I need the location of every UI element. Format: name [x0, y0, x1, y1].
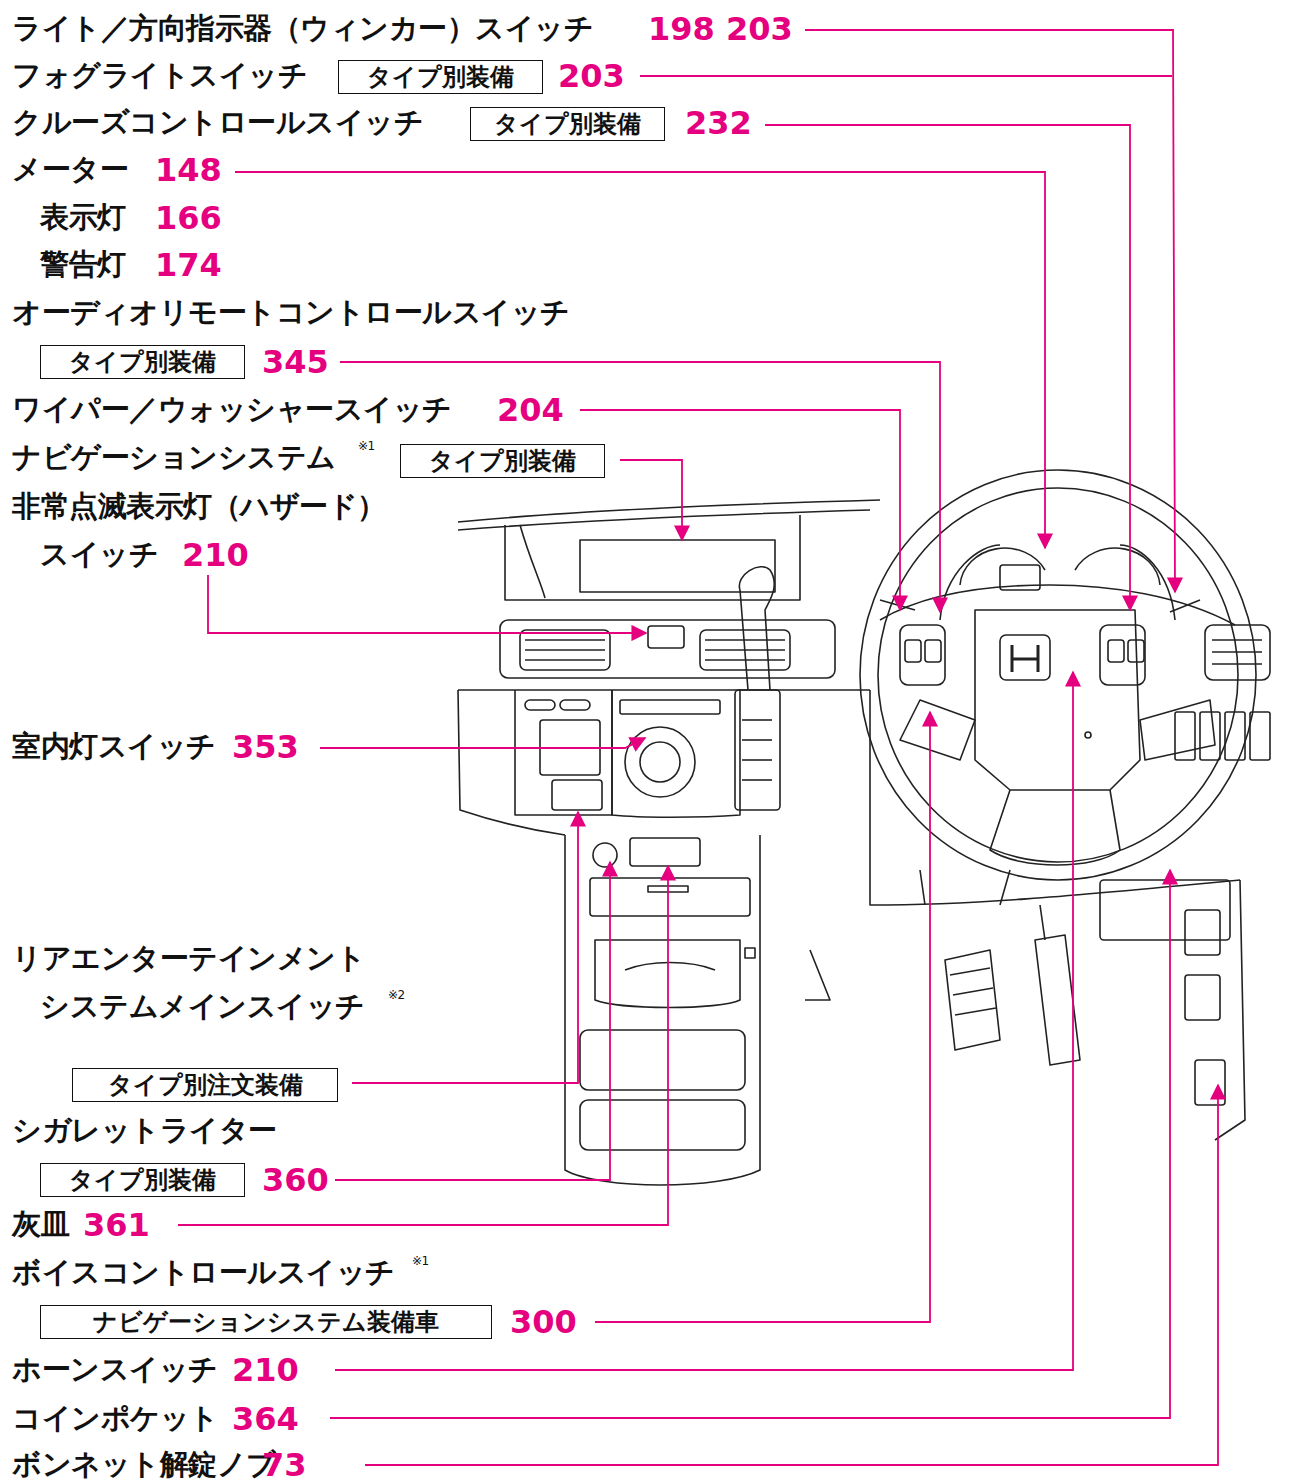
tag-text: タイプ別装備 — [494, 112, 641, 136]
part-name: ライト／方向指示器（ウィンカー）スイッチ — [12, 14, 593, 43]
part-name: コインポケット — [12, 1404, 219, 1433]
part-name: リアエンターテインメント — [12, 944, 365, 973]
part-name: フォグライトスイッチ — [12, 61, 307, 90]
equipment-tag: ナビゲーションシステム装備車 — [40, 1305, 492, 1339]
equipment-tag: タイプ別装備 — [40, 345, 245, 379]
part-name: システムメインスイッチ — [40, 992, 365, 1021]
page-number: 198 203 — [648, 13, 793, 45]
part-name: 表示灯 — [40, 203, 126, 232]
tag-text: タイプ別装備 — [429, 449, 576, 473]
page-number: 353 — [232, 731, 299, 763]
tag-text: ナビゲーションシステム装備車 — [93, 1310, 439, 1334]
equipment-tag: タイプ別装備 — [338, 60, 543, 94]
footnote-mark: ※2 — [388, 989, 405, 1001]
tag-text: タイプ別装備 — [69, 350, 216, 374]
tag-text: タイプ別装備 — [367, 65, 514, 89]
part-name: ホーンスイッチ — [12, 1355, 218, 1384]
footnote-mark: ※1 — [412, 1255, 429, 1267]
part-name: ボイスコントロールスイッチ — [12, 1258, 395, 1287]
equipment-tag: タイプ別装備 — [470, 107, 665, 141]
part-name: 灰皿 — [12, 1210, 69, 1239]
part-name: ボンネット解錠ノブ — [12, 1450, 276, 1479]
part-name: シガレットライター — [12, 1116, 277, 1145]
page-number: 203 — [558, 60, 625, 92]
part-name: クルーズコントロールスイッチ — [12, 108, 423, 137]
part-name: 室内灯スイッチ — [12, 732, 216, 761]
leader-lines — [178, 30, 1218, 1465]
page-number: 148 — [155, 154, 222, 186]
page-number: 300 — [510, 1306, 577, 1338]
page-number: 360 — [262, 1164, 329, 1196]
page-number: 361 — [83, 1209, 150, 1241]
page-number: 210 — [232, 1354, 299, 1386]
page-number: 210 — [182, 539, 249, 571]
dashboard-drawing — [458, 470, 1270, 1185]
page-number: 166 — [155, 202, 222, 234]
page-number: 174 — [155, 249, 222, 281]
equipment-tag: タイプ別装備 — [40, 1163, 245, 1197]
part-name: 警告灯 — [40, 250, 126, 279]
part-name: オーディオリモートコントロールスイッチ — [12, 298, 570, 327]
page-number: 364 — [232, 1403, 299, 1435]
footnote-mark: ※1 — [358, 440, 375, 452]
part-name: 非常点滅表示灯（ハザード） — [12, 492, 386, 521]
equipment-tag: タイプ別装備 — [400, 444, 605, 478]
part-name: メーター — [12, 155, 128, 184]
part-name: ワイパー／ウォッシャースイッチ — [12, 395, 452, 424]
page-number: 232 — [685, 107, 752, 139]
part-name: ナビゲーションシステム — [12, 443, 336, 472]
tag-text: タイプ別装備 — [69, 1168, 216, 1192]
equipment-tag: タイプ別注文装備 — [72, 1068, 338, 1102]
tag-text: タイプ別注文装備 — [108, 1073, 303, 1097]
part-name: スイッチ — [40, 540, 158, 569]
page-number: 204 — [497, 394, 564, 426]
page-number: 73 — [262, 1449, 307, 1481]
page-number: 345 — [262, 346, 329, 378]
